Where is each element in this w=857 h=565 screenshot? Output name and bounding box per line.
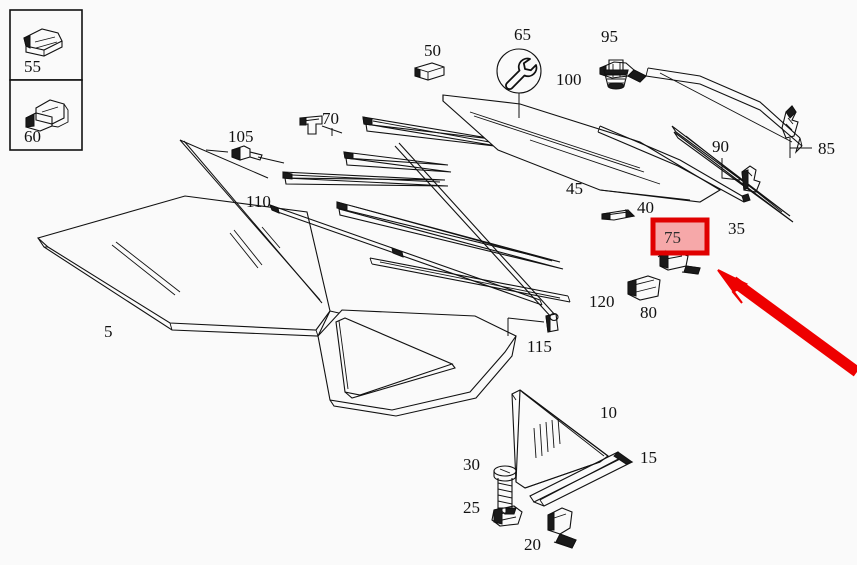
callout-80-bracket: 80 [640, 303, 657, 322]
callout-50-plug: 50 [424, 41, 441, 60]
molding-strip-120 [369, 257, 571, 303]
roof-panel-part-5 [36, 195, 373, 341]
highlight-label-75: 75 [664, 228, 681, 247]
red-pointer-arrow [717, 269, 857, 377]
callout-95-pin: 95 [601, 27, 618, 46]
seal-strip-45 [336, 142, 564, 322]
seal-strip-105 [269, 204, 543, 306]
callout-15-quarter-trim: 15 [640, 448, 657, 467]
clip-retainer-icon [25, 99, 69, 132]
plug-part-110 [507, 313, 559, 336]
callout-70-clip: 70 [322, 109, 339, 128]
legend-label-60: 60 [24, 127, 41, 146]
screw-part-100 [603, 59, 629, 90]
callout-110-plug: 115 [527, 337, 552, 356]
quarter-panel-assembly [317, 309, 517, 417]
callout-40-molding: 40 [637, 198, 654, 217]
plug-part-50 [414, 62, 445, 81]
wrench-service-icon [496, 48, 542, 118]
parts-legend-box: 55 60 [9, 9, 83, 151]
callout-120-molding: 120 [589, 292, 615, 311]
mid-right-trim [597, 125, 751, 203]
quarter-trim-part-15 [529, 451, 634, 507]
callout-5-roof-panel: 5 [104, 322, 113, 341]
clip-part-90 [721, 158, 761, 193]
callout-115-pin: 105 [228, 127, 254, 146]
callout-100-screw: 100 [556, 70, 582, 89]
highlight-rectangle [650, 217, 710, 256]
bracket-part-80 [627, 275, 661, 301]
upper-rear-trim [645, 67, 803, 154]
callout-65-service-kit: 65 [514, 25, 531, 44]
bracket-part-20 [547, 507, 577, 549]
callout-85-clip: 85 [818, 139, 835, 158]
callout-25-clip: 25 [463, 498, 480, 517]
pin-part-95 [599, 61, 647, 83]
quarter-glass-part-10 [511, 389, 609, 489]
molding-part-40 [601, 209, 636, 221]
seal-strip-bundle-upper [282, 171, 449, 187]
clip-part-25 [491, 505, 523, 527]
pin-part-115 [205, 145, 285, 164]
seal-strip-bundle-upper-3 [343, 151, 452, 173]
legend-label-55: 55 [24, 57, 41, 76]
callout-90-clip: 90 [712, 137, 729, 156]
rear-window-glass [442, 94, 722, 203]
clip-part-85 [781, 105, 812, 158]
callout-30-screw: 30 [463, 455, 480, 474]
highlight-box-75: 75 [650, 217, 710, 256]
seal-strip-bundle-upper-2 [362, 116, 504, 148]
clip-bracket-icon [23, 28, 63, 57]
callout-105-seal: 110 [246, 192, 271, 211]
callout-20-bracket: 20 [524, 535, 541, 554]
callout-10-quarter-glass: 10 [600, 403, 617, 422]
callout-35-trim: 35 [728, 219, 745, 238]
clip-part-70 [299, 115, 343, 136]
callout-45-seal: 45 [566, 179, 583, 198]
